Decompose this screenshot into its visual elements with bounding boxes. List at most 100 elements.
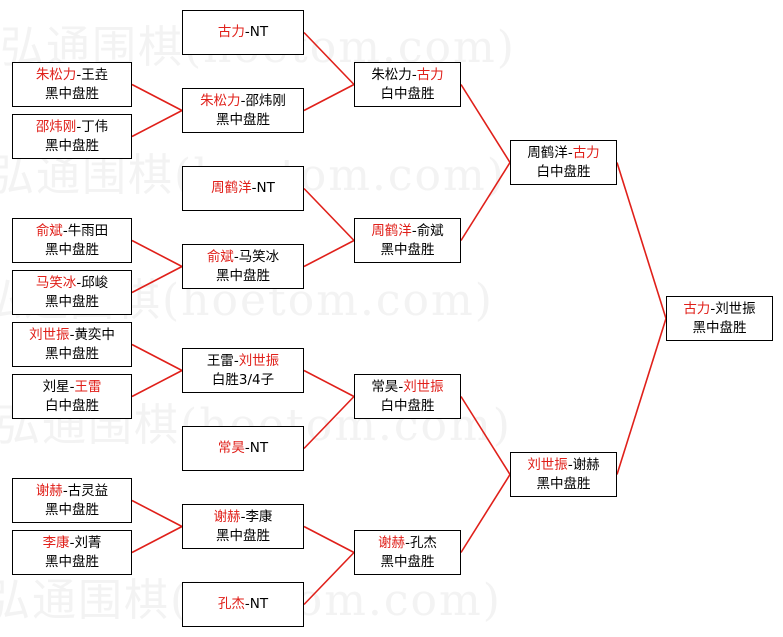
connector-r16-2-to-r8-2 bbox=[131, 109, 183, 138]
match-box-r8-4: 俞斌-马笑冰黑中盘胜 bbox=[182, 244, 304, 289]
player-2-name: 黄奕中 bbox=[74, 326, 115, 343]
player-2-name: NT bbox=[249, 440, 269, 456]
player-1-name: 邵炜刚 bbox=[35, 118, 77, 135]
player-1-name: 刘星 bbox=[42, 378, 70, 395]
match-players: 常昊-刘世振 bbox=[371, 378, 443, 397]
player-1-name: 常昊 bbox=[217, 440, 245, 456]
connector-sf-1-to-final bbox=[616, 162, 667, 319]
connector-qf-4-to-sf-2 bbox=[460, 474, 511, 553]
connector-qf-1-to-sf-1 bbox=[460, 84, 511, 163]
match-result: 黑中盘胜 bbox=[45, 293, 99, 310]
match-result: 黑中盘胜 bbox=[216, 111, 270, 128]
connector-r16-6-to-r8-5 bbox=[131, 369, 183, 398]
match-result: 黑中盘胜 bbox=[380, 553, 435, 570]
match-result: 白胜3/4子 bbox=[211, 371, 275, 388]
player-2-name: 古力 bbox=[572, 144, 600, 161]
match-players: 谢赫-孔杰 bbox=[378, 534, 437, 553]
match-box-r16-1: 朱松力-王垚黑中盘胜 bbox=[12, 62, 132, 107]
match-box-r16-7: 谢赫-古灵益黑中盘胜 bbox=[12, 478, 132, 523]
player-1-name: 朱松力 bbox=[200, 92, 241, 109]
player-2-name: 李康 bbox=[245, 508, 273, 525]
player-1-name: 刘世振 bbox=[29, 326, 70, 343]
player-1-name: 朱松力 bbox=[35, 66, 77, 83]
match-players: 周鹤洋-俞斌 bbox=[371, 222, 443, 241]
match-box-r16-2: 邵炜刚-丁伟黑中盘胜 bbox=[12, 114, 132, 159]
match-result: 黑中盘胜 bbox=[216, 267, 270, 284]
match-players: 谢赫-古灵益 bbox=[36, 482, 108, 501]
player-2-name: 孔杰 bbox=[409, 534, 437, 551]
match-players: 古力-刘世振 bbox=[683, 300, 755, 319]
vs-separator: - bbox=[62, 482, 68, 499]
player-1-name: 古力 bbox=[217, 24, 245, 40]
match-result: 黑中盘胜 bbox=[380, 241, 435, 258]
match-box-r16-5: 刘世振-黄奕中黑中盘胜 bbox=[12, 322, 132, 367]
match-players: 王雷-刘世振 bbox=[207, 352, 279, 371]
vs-separator: - bbox=[710, 300, 716, 317]
match-players: 刘世振-谢赫 bbox=[527, 456, 599, 475]
vs-separator: - bbox=[76, 274, 82, 291]
match-players: 俞斌-牛雨田 bbox=[36, 222, 108, 241]
player-2-name: 古力 bbox=[416, 66, 444, 83]
match-box-sf-1: 周鹤洋-古力白中盘胜 bbox=[510, 140, 617, 185]
match-box-qf-4: 谢赫-孔杰黑中盘胜 bbox=[354, 530, 461, 575]
match-players: 朱松力-古力 bbox=[371, 66, 443, 85]
match-players: 谢赫-李康 bbox=[214, 508, 273, 527]
connector-r8-7-to-qf-4 bbox=[303, 525, 355, 554]
match-box-r8-2: 朱松力-邵炜刚黑中盘胜 bbox=[182, 88, 304, 133]
player-2-name: NT bbox=[249, 24, 269, 40]
player-1-name: 周鹤洋 bbox=[211, 180, 252, 196]
match-box-sf-2: 刘世振-谢赫黑中盘胜 bbox=[510, 452, 617, 497]
match-players: 刘星-王雷 bbox=[43, 378, 102, 397]
match-box-r8-6: 常昊-NT bbox=[182, 426, 304, 471]
player-1-name: 谢赫 bbox=[378, 534, 406, 551]
player-2-name: 俞斌 bbox=[416, 222, 444, 239]
player-2-name: NT bbox=[256, 180, 275, 196]
player-1-name: 常昊 bbox=[371, 378, 399, 395]
player-2-name: 邵炜刚 bbox=[245, 92, 286, 109]
match-players: 孔杰-NT bbox=[218, 595, 268, 614]
vs-separator: - bbox=[69, 534, 75, 551]
player-1-name: 孔杰 bbox=[217, 596, 245, 612]
player-1-name: 李康 bbox=[42, 534, 70, 551]
match-result: 白中盘胜 bbox=[45, 397, 99, 414]
player-2-name: NT bbox=[249, 596, 269, 612]
match-box-qf-2: 周鹤洋-俞斌黑中盘胜 bbox=[354, 218, 461, 263]
connector-r16-8-to-r8-7 bbox=[131, 525, 183, 554]
match-box-r8-3: 周鹤洋-NT bbox=[182, 166, 304, 211]
vs-separator: - bbox=[69, 378, 75, 395]
connector-r8-1-to-qf-1 bbox=[303, 31, 355, 86]
match-box-r8-7: 谢赫-李康黑中盘胜 bbox=[182, 504, 304, 549]
player-1-name: 谢赫 bbox=[213, 508, 241, 525]
player-2-name: 王雷 bbox=[74, 378, 102, 395]
match-result: 黑中盘胜 bbox=[536, 475, 591, 492]
match-result: 白中盘胜 bbox=[536, 163, 591, 180]
match-box-r8-8: 孔杰-NT bbox=[182, 582, 304, 627]
match-box-qf-3: 常昊-刘世振白中盘胜 bbox=[354, 374, 461, 419]
match-players: 周鹤洋-古力 bbox=[527, 144, 599, 163]
player-1-name: 朱松力 bbox=[371, 66, 412, 83]
player-1-name: 谢赫 bbox=[35, 482, 63, 499]
connector-qf-2-to-sf-1 bbox=[460, 162, 511, 241]
match-players: 朱松力-王垚 bbox=[36, 66, 108, 85]
match-result: 白中盘胜 bbox=[380, 85, 435, 102]
match-result: 黑中盘胜 bbox=[45, 501, 99, 518]
vs-separator: - bbox=[405, 534, 410, 551]
player-2-name: 刘世振 bbox=[238, 352, 280, 369]
connector-r8-8-to-qf-4 bbox=[303, 551, 355, 606]
vs-separator: - bbox=[411, 66, 417, 83]
player-1-name: 俞斌 bbox=[35, 222, 63, 239]
vs-separator: - bbox=[398, 378, 404, 395]
match-box-r16-6: 刘星-王雷白中盘胜 bbox=[12, 374, 132, 419]
vs-separator: - bbox=[567, 144, 573, 161]
connector-r8-5-to-qf-3 bbox=[303, 369, 355, 398]
match-box-qf-1: 朱松力-古力白中盘胜 bbox=[354, 62, 461, 107]
vs-separator: - bbox=[244, 596, 250, 612]
vs-separator: - bbox=[233, 352, 239, 369]
match-result: 黑中盘胜 bbox=[692, 319, 747, 336]
match-result: 黑中盘胜 bbox=[45, 137, 99, 154]
vs-separator: - bbox=[240, 92, 246, 109]
player-2-name: 谢赫 bbox=[572, 456, 600, 473]
player-2-name: 刘世振 bbox=[403, 378, 444, 395]
player-1-name: 王雷 bbox=[206, 352, 234, 369]
